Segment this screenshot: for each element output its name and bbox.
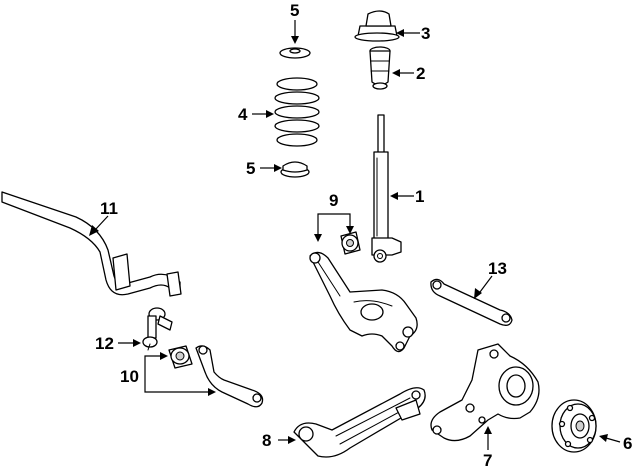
upper-spring-seat[interactable] — [279, 47, 311, 59]
trailing-arm[interactable] — [293, 387, 426, 458]
upper-shock-mount[interactable] — [354, 10, 400, 42]
callout-6: 6 — [623, 434, 632, 453]
callout-12: 12 — [95, 334, 114, 353]
shock-absorber[interactable] — [371, 114, 402, 263]
callout-8: 8 — [262, 431, 271, 450]
lower-control-arm[interactable] — [309, 251, 418, 353]
coil-spring[interactable] — [274, 77, 320, 147]
hub-assembly[interactable] — [551, 399, 597, 453]
callout-9: 9 — [329, 191, 338, 210]
callout-10: 10 — [120, 367, 139, 386]
callout-11: 11 — [100, 199, 118, 218]
callout-1: 1 — [415, 187, 424, 206]
lower-spring-seat[interactable] — [280, 161, 310, 178]
bump-stop[interactable] — [369, 46, 391, 90]
rear-knuckle[interactable] — [430, 343, 540, 442]
stabilizer-bar[interactable] — [1, 191, 182, 297]
callout-13: 13 — [488, 259, 507, 278]
rear-lateral-link[interactable] — [168, 345, 264, 408]
stabilizer-link[interactable] — [142, 307, 173, 351]
callout-5-top: 5 — [290, 1, 299, 20]
callout-5-lower: 5 — [246, 159, 255, 178]
callout-7: 7 — [483, 451, 492, 468]
leader-lines — [89, 20, 621, 450]
callout-4: 4 — [238, 105, 248, 124]
upper-link[interactable] — [430, 278, 513, 326]
callout-3: 3 — [421, 24, 430, 43]
callout-2: 2 — [416, 64, 425, 83]
lower-control-arm-bushing[interactable] — [340, 231, 361, 255]
